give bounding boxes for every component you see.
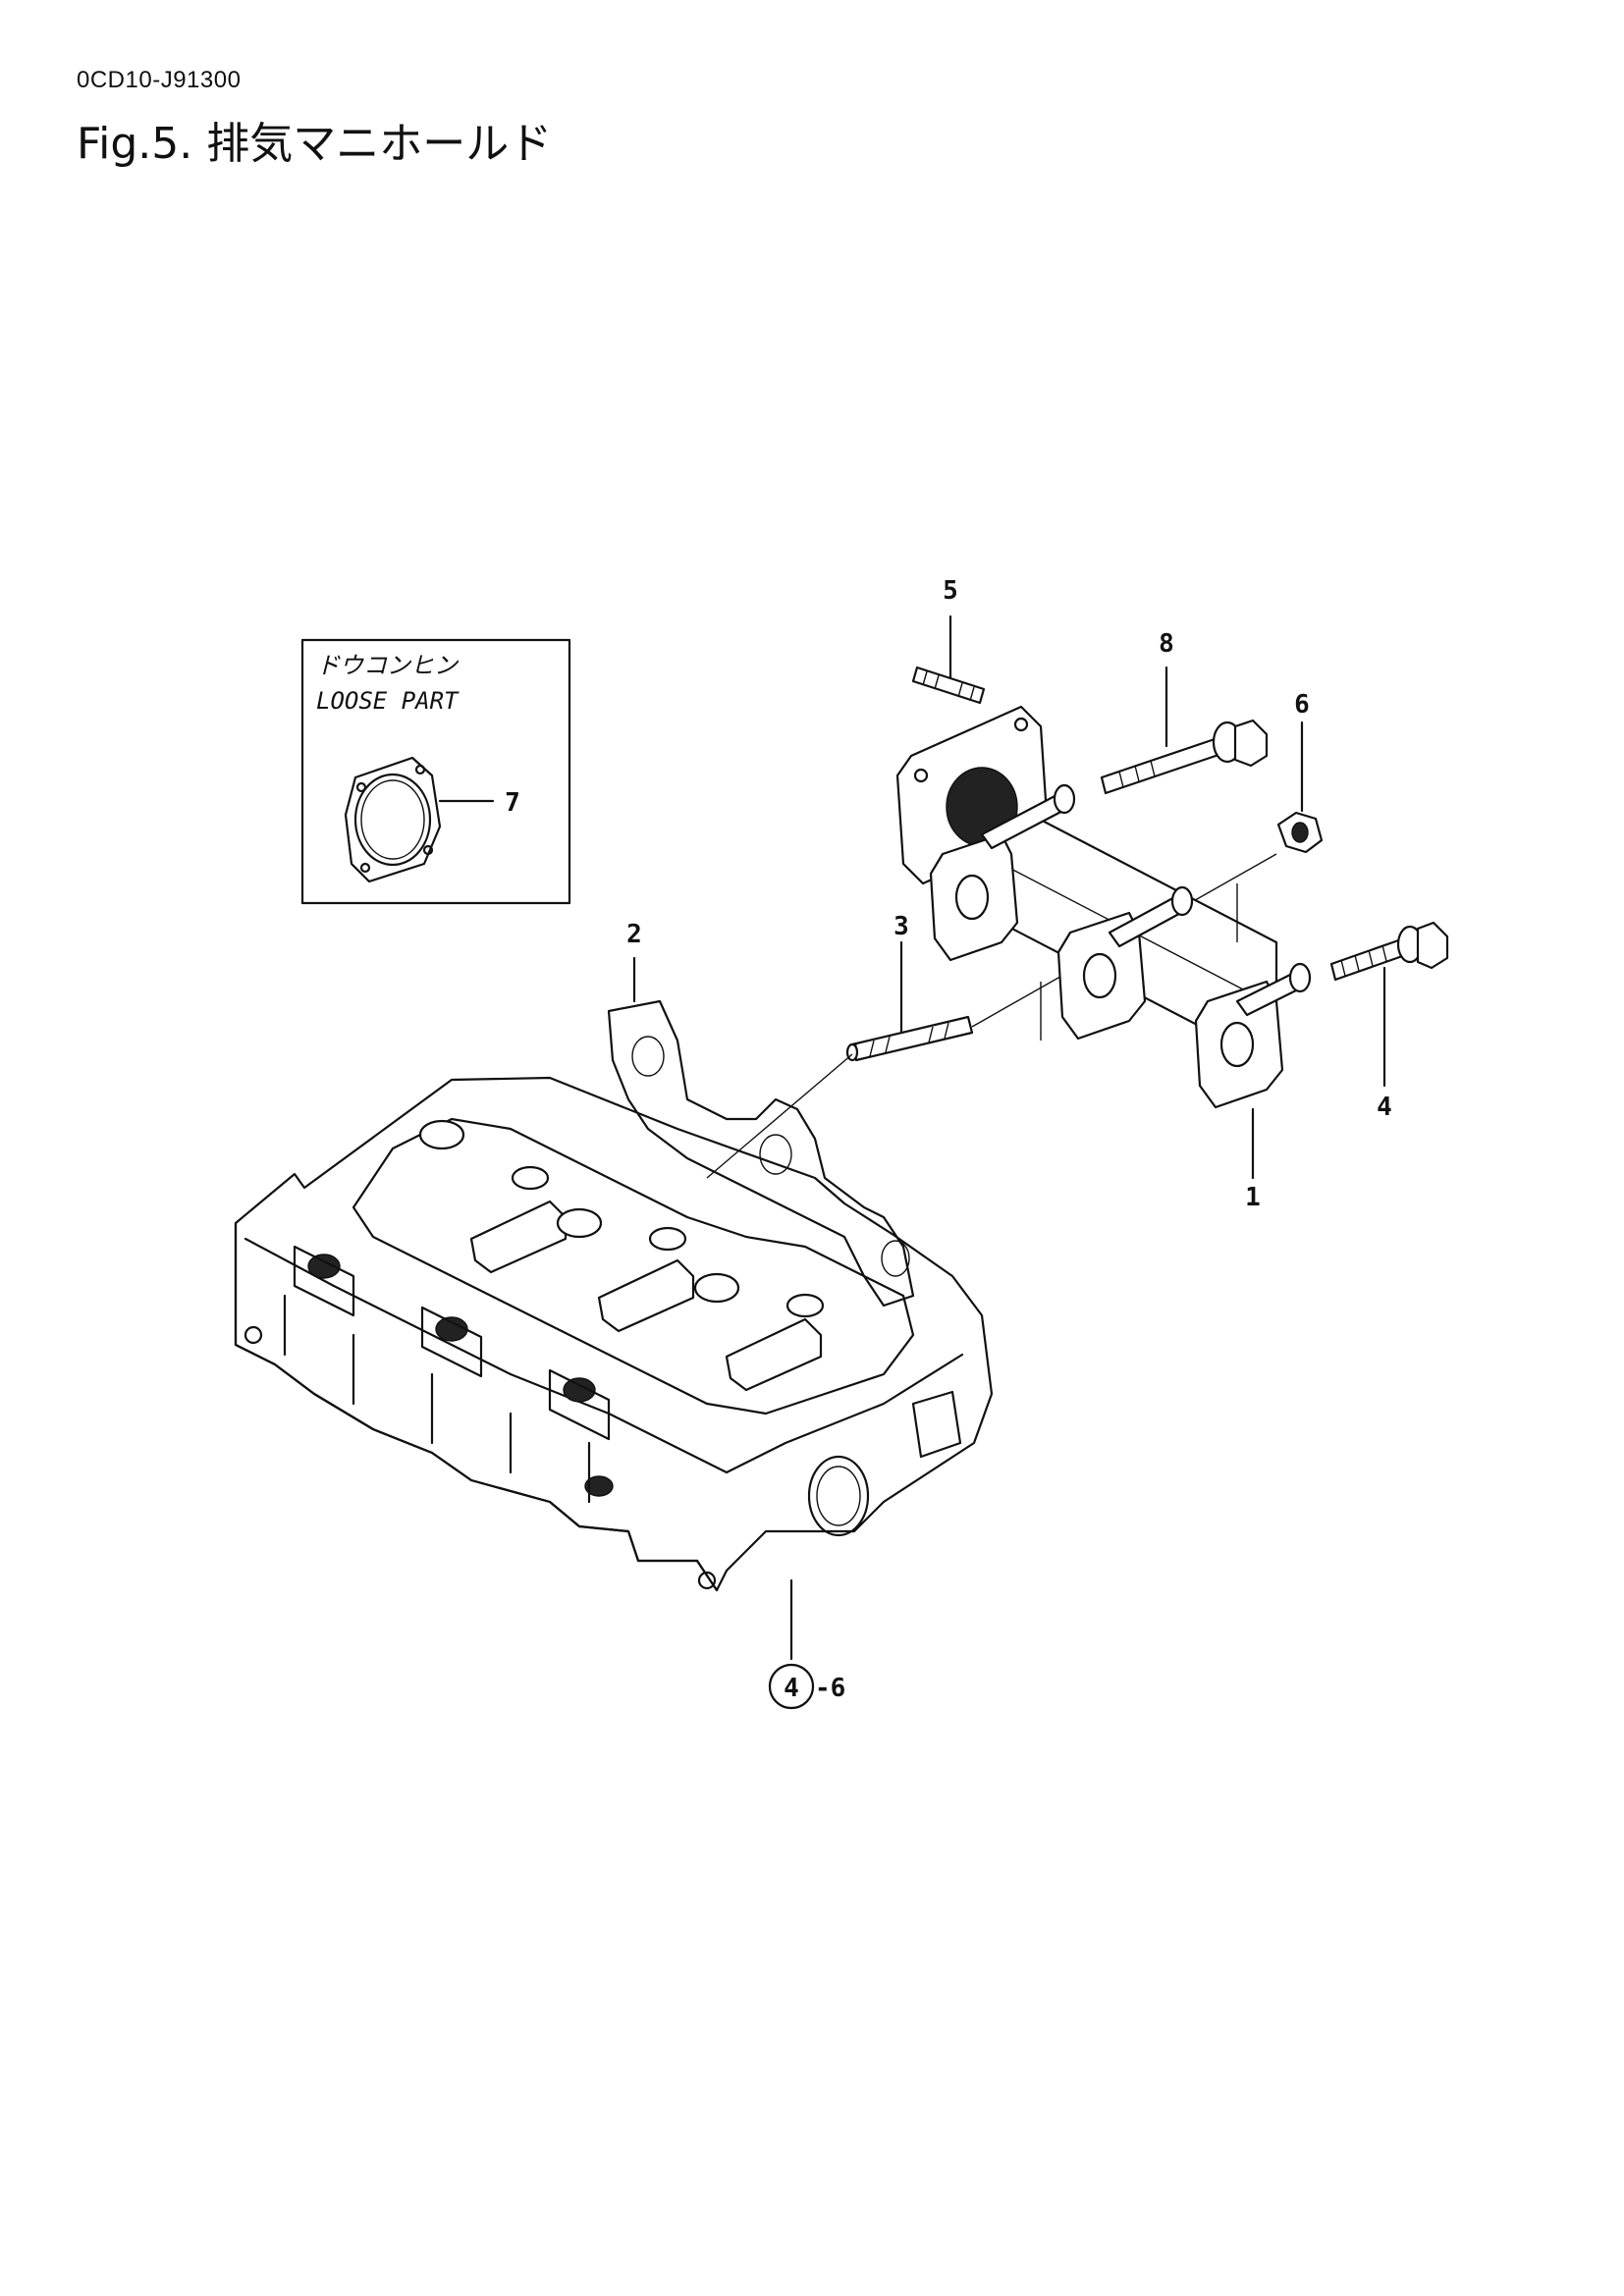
- callout-4: 4: [1377, 1093, 1392, 1122]
- stud-part-3: [845, 1015, 974, 1062]
- loose-part-label-jp: ドウコンヒン: [316, 652, 460, 679]
- bolt-part-8: [1100, 719, 1269, 795]
- exhaust-manifold: [895, 705, 1312, 1109]
- cylinder-head: [234, 1076, 994, 1592]
- reference-marker: 4 -6: [768, 1663, 845, 1710]
- loose-part-box: ドウコンヒン LOOSE PART: [300, 638, 571, 905]
- bolt-part-4: [1329, 921, 1449, 982]
- document-code: 0CD10-J91300: [77, 67, 242, 93]
- reference-suffix: -6: [815, 1674, 845, 1703]
- callout-3: 3: [893, 912, 909, 941]
- callout-8: 8: [1159, 629, 1174, 659]
- loose-part-label-en: LOOSE PART: [316, 687, 460, 715]
- callout-6: 6: [1294, 690, 1310, 720]
- callout-2: 2: [626, 920, 642, 949]
- reference-circled-number: 4: [784, 1674, 799, 1703]
- stud-part-5: [911, 666, 986, 705]
- figure-title: Fig.5. 排気マニホールド: [77, 119, 553, 169]
- gasket-part-7: [344, 756, 442, 883]
- exhaust-manifold-gasket: [607, 999, 915, 1308]
- callout-7: 7: [505, 788, 520, 818]
- callout-1: 1: [1245, 1183, 1261, 1212]
- nut-part-6: [1276, 811, 1324, 854]
- callout-5: 5: [943, 576, 958, 606]
